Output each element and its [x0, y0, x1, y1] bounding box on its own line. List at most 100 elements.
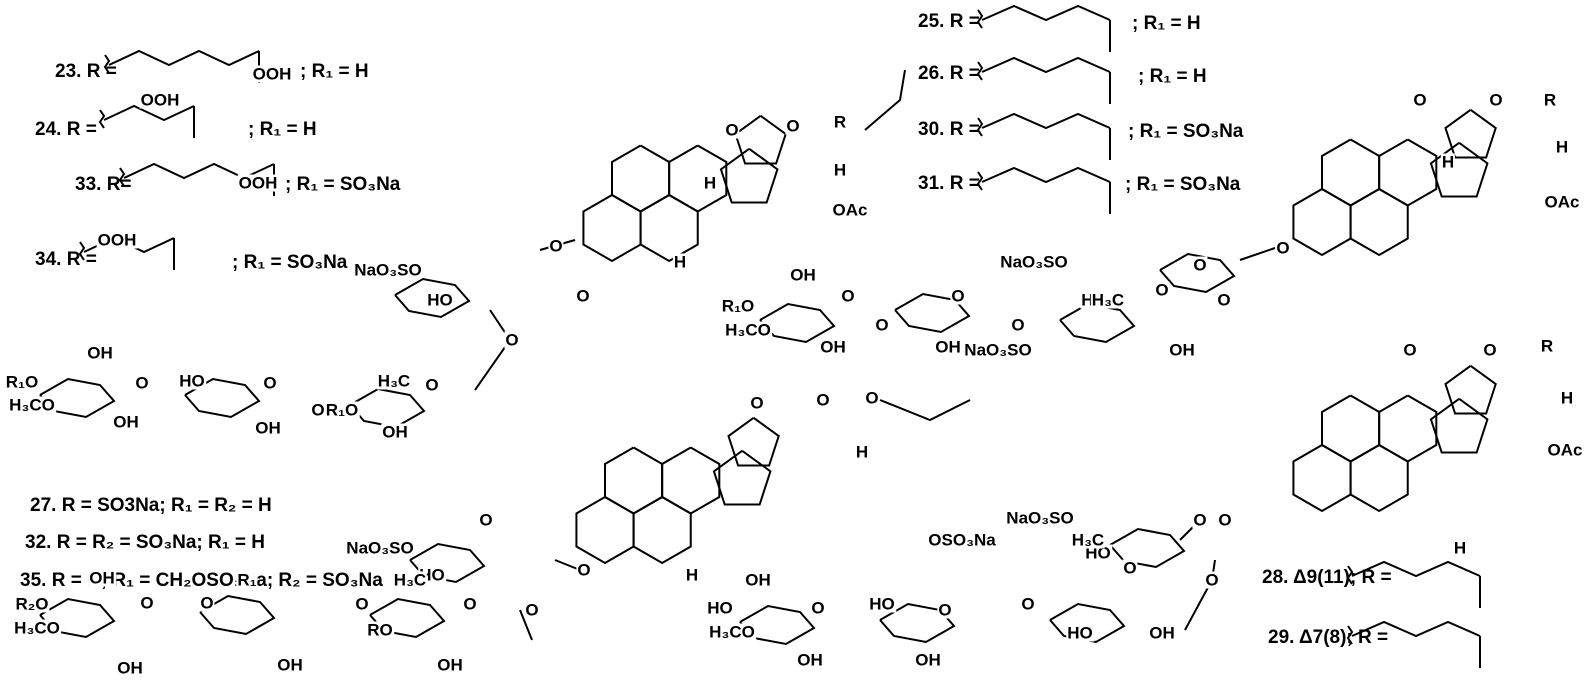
- compound-label-29: 29. Δ7(8); R =: [1268, 627, 1389, 648]
- wavy-bond: [118, 167, 126, 187]
- ring-bond: [611, 144, 671, 213]
- side-chain: [108, 49, 260, 67]
- ring-bond: [719, 147, 779, 204]
- atom-label: O: [937, 600, 953, 620]
- ring-bond: [727, 416, 780, 467]
- atom-label: OOH: [251, 64, 293, 84]
- compound-label-34: 34. R =: [35, 249, 97, 270]
- atom-label: NaO₃SO: [353, 260, 423, 280]
- atom-label: OH: [914, 650, 942, 670]
- atom-label: NaO₃SO: [1005, 508, 1075, 528]
- atom-label: R₁O: [720, 296, 756, 316]
- ring-bond: [1292, 444, 1352, 513]
- ring-bond: [1292, 188, 1352, 257]
- atom-label: O: [950, 286, 966, 306]
- atom-label: O: [1154, 280, 1170, 300]
- ring-bond: [1378, 138, 1438, 207]
- compound-label-25: 25. R =: [918, 11, 980, 32]
- atom-label: R₁O: [324, 400, 360, 420]
- ring-bond: [632, 496, 692, 565]
- sugar-ring: [1059, 302, 1136, 344]
- atom-label: OH: [112, 412, 140, 432]
- bond: [864, 69, 906, 131]
- atom-label: OH: [934, 337, 962, 357]
- atom-label: O: [1192, 255, 1208, 275]
- atom-label: O: [524, 600, 540, 620]
- atom-label: H: [1554, 137, 1570, 157]
- atom-label: H: [702, 173, 718, 193]
- atom-label: O: [504, 330, 520, 350]
- compound-label-31: 31. R =: [918, 173, 980, 194]
- atom-label: R₁O: [4, 372, 40, 392]
- atom-label: H: [1440, 152, 1456, 172]
- compound-label-31-r1: ; R₁ = SO₃Na: [1125, 174, 1241, 195]
- atom-label: O: [1482, 340, 1498, 360]
- compound-label-24: 24. R =: [35, 119, 97, 140]
- atom-label: O: [1020, 594, 1036, 614]
- atom-label: OH: [436, 655, 464, 675]
- atom-label: O: [840, 286, 856, 306]
- atom-label: OOH: [96, 230, 138, 250]
- atom-label: O: [424, 375, 440, 395]
- atom-label: R: [832, 112, 848, 132]
- atom-label: OH: [1168, 340, 1196, 360]
- compound-label-25-r1: ; R₁ = H: [1132, 13, 1201, 34]
- ring-bond: [734, 114, 787, 165]
- atom-label: O: [1204, 570, 1220, 590]
- atom-label: O: [134, 373, 150, 393]
- wavy-bond: [1346, 565, 1354, 585]
- compound-label-35: 35. R = H; R₁ = CH₂OSO₃Na; R₂ = SO₃Na: [20, 570, 383, 591]
- atom-label: O: [724, 120, 740, 140]
- atom-label: R: [1539, 336, 1555, 356]
- sugar-ring: [879, 602, 956, 644]
- compound-label-26: 26. R =: [918, 63, 980, 84]
- ring-bond: [1349, 188, 1409, 257]
- atom-label: NaO₃SO: [345, 538, 415, 558]
- wavy-bond: [98, 109, 106, 129]
- ring-bond: [661, 446, 721, 515]
- compound-label-28: 28. Δ9(11); R =: [1262, 567, 1392, 588]
- atom-label: O: [1122, 558, 1138, 578]
- atom-label: H₃CO: [8, 395, 56, 415]
- compound-label-32: 32. R = R₂ = SO₃Na; R₁ = H: [25, 532, 265, 553]
- atom-label: NaO₃SO: [963, 340, 1033, 360]
- sugar-ring: [1159, 252, 1236, 294]
- bond: [519, 609, 533, 641]
- atom-label: HO: [868, 594, 896, 614]
- ring-bond: [575, 496, 635, 565]
- atom-label: NaO₃SO: [999, 252, 1069, 272]
- atom-label: OOH: [139, 90, 181, 110]
- side-chain: [981, 112, 1111, 130]
- atom-label: O: [864, 388, 880, 408]
- sugar-ring: [759, 302, 836, 344]
- atom-label: O: [576, 560, 592, 580]
- sugar-ring: [394, 277, 471, 319]
- sugar-ring: [199, 594, 276, 636]
- sugar-ring: [1109, 527, 1186, 569]
- atom-label: H: [1559, 388, 1575, 408]
- atom-label: O: [749, 393, 765, 413]
- atom-label: OH: [744, 570, 772, 590]
- atom-label: O: [1488, 90, 1504, 110]
- atom-label: HO: [178, 371, 206, 391]
- atom-label: OSO₃Na: [927, 530, 997, 550]
- bond: [1239, 247, 1276, 261]
- atom-label: H₃CO: [708, 622, 756, 642]
- atom-label: OH: [819, 337, 847, 357]
- atom-label: O: [462, 594, 478, 614]
- atom-label: OH: [796, 650, 824, 670]
- side-chain: [103, 104, 195, 122]
- atom-label: H: [684, 565, 700, 585]
- atom-label: O: [1216, 290, 1232, 310]
- compound-label-33-r1: ; R₁ = SO₃Na: [285, 174, 401, 195]
- atom-label: H₃CO: [13, 618, 61, 638]
- ring-bond: [582, 194, 642, 263]
- atom-label: HO: [1084, 543, 1112, 563]
- atom-label: O: [1412, 90, 1428, 110]
- ring-bond: [1378, 394, 1438, 463]
- side-chain: [1351, 620, 1481, 638]
- atom-label: HO: [426, 290, 454, 310]
- ring-bond: [639, 194, 699, 263]
- compound-label-33: 33. R=: [75, 174, 132, 195]
